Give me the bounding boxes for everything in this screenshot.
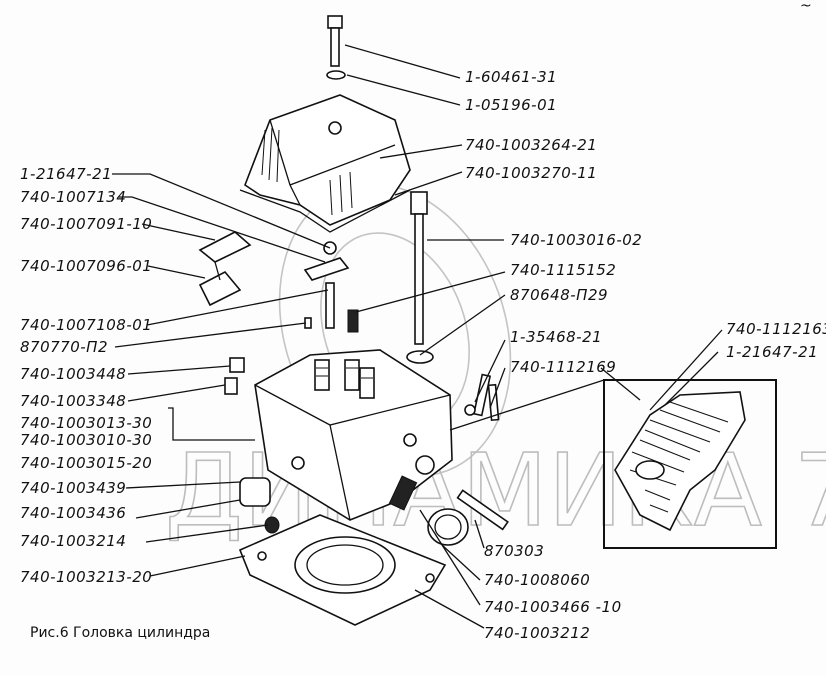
label-head-assy-1: 740-1003013-30 (20, 414, 152, 432)
label-nozzle-tube: 740-1112169 (510, 358, 616, 376)
label-rocker-bracket: 740-1007096-01 (20, 257, 152, 275)
label-washer: 1-05196-01 (465, 96, 557, 114)
label-inset-part: 740-1112163 (726, 320, 826, 338)
label-rocker-axle: 740-1007134 (20, 188, 126, 206)
right-small-parts (427, 373, 509, 546)
label-rocker-arm: 740-1007091-10 (20, 215, 152, 233)
label-nut-right: 1-35468-21 (510, 328, 602, 346)
label-head-assy-3: 740-1003015-20 (20, 454, 152, 472)
label-plug-3: 740-1003439 (20, 479, 126, 497)
label-plug-1: 740-1003448 (20, 365, 126, 383)
label-clamp: 740-1008060 (484, 571, 590, 589)
figure-caption: Рис.6 Головка цилиндра (30, 625, 210, 641)
long-bolt-part (406, 191, 434, 364)
bolt-part (326, 15, 346, 80)
label-cover-gasket: 740-1003270-11 (465, 164, 597, 182)
label-bolt: 1-60461-31 (465, 68, 557, 86)
label-spring: 740-1115152 (510, 261, 616, 279)
label-bottom-gasket: 740-1003212 (484, 624, 590, 642)
part-labels: 1-60461-31 1-05196-01 740-1003264-21 740… (20, 68, 826, 642)
label-plug-4: 740-1003436 (20, 504, 126, 522)
label-stud: 870303 (484, 542, 544, 560)
label-cover: 740-1003264-21 (465, 136, 597, 154)
label-inset-nut: 1-21647-21 (726, 343, 818, 361)
label-ring: 740-1003214 (20, 532, 126, 550)
leader-lines (112, 44, 723, 629)
head-gasket-part (238, 514, 447, 626)
label-stud-left: 740-1007108-01 (20, 316, 152, 334)
label-nut-left: 1-21647-21 (20, 165, 112, 183)
label-plug-2: 740-1003348 (20, 392, 126, 410)
valve-cover-part (239, 94, 411, 233)
label-seal-ring: 740-1003466 -10 (484, 598, 622, 616)
cylinder-head-part (254, 349, 453, 521)
label-washer-2: 870648-П29 (510, 286, 608, 304)
rocker-assembly-part (198, 231, 359, 333)
label-head-assy-2: 740-1003010-30 (20, 431, 152, 449)
label-head-gasket: 740-1003213-20 (20, 568, 152, 586)
label-pin: 870770-П2 (20, 338, 108, 356)
label-long-bolt: 740-1003016-02 (510, 231, 642, 249)
corner-mark: ~ (800, 0, 812, 14)
